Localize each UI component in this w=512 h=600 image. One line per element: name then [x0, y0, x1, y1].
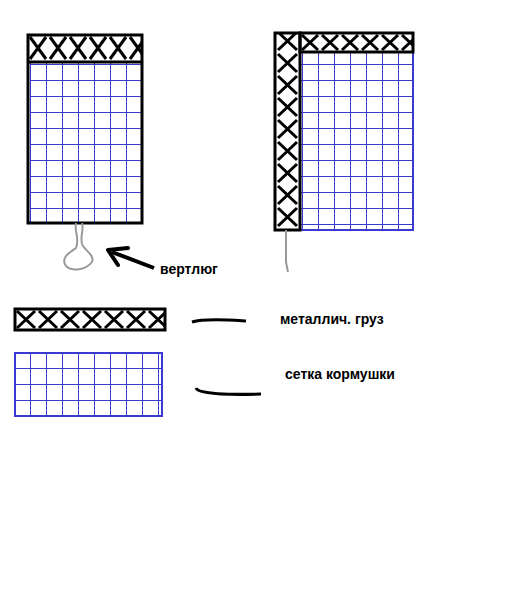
feeder-right	[275, 33, 413, 272]
pointer-arrow	[108, 248, 154, 268]
legend-weight-sample	[15, 309, 246, 330]
legend-text: сетка кормушки	[285, 366, 395, 383]
feeder-left	[28, 35, 142, 269]
legend-mesh-sample	[15, 353, 261, 416]
legend-text: металлич. груз	[280, 311, 384, 328]
swivel-label: вертлюг	[160, 261, 218, 278]
